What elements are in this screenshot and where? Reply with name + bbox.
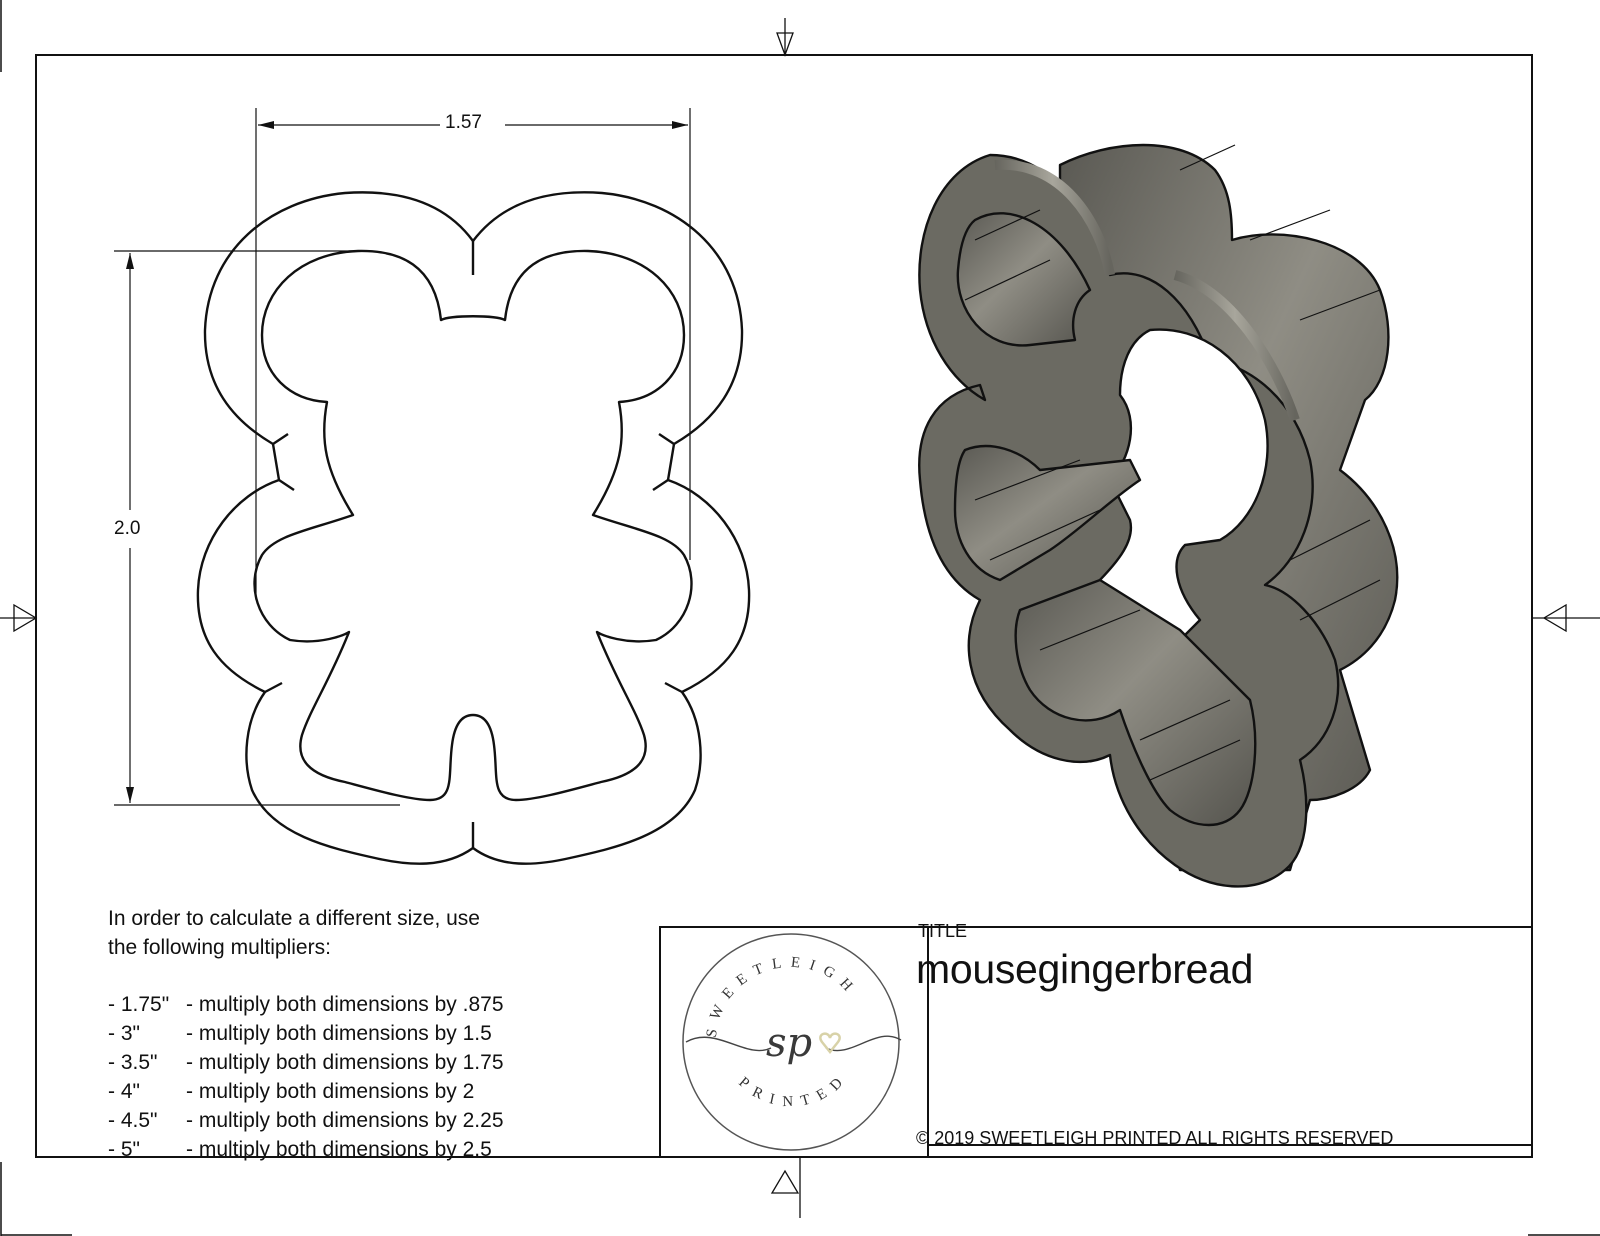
title-block-frame (659, 926, 1533, 1158)
dimension-height (114, 250, 400, 806)
inner-profile (253, 249, 693, 802)
multiplier-row: - 5"- multiply both dimensions by 2.5 (108, 1138, 492, 1161)
multiplier-row: - 1.75"- multiply both dimensions by .87… (108, 993, 504, 1016)
notes-intro-line-2: the following multipliers: (108, 936, 331, 959)
sweetleigh-printed-logo: SWEETLEIGH PRINTED sp (682, 933, 902, 1151)
center-mark-bottom-icon (770, 1157, 801, 1218)
size-multiplier-notes: In order to calculate a different size, … (108, 904, 504, 1164)
render-rim-right (1173, 270, 1300, 422)
copyright-notice: © 2019 SWEETLEIGH PRINTED ALL RIGHTS RES… (916, 1128, 1394, 1148)
multiplier-row: - 3"- multiply both dimensions by 1.5 (108, 1022, 492, 1045)
render-opening-left (953, 444, 1142, 582)
title-label: TITLE (918, 921, 968, 941)
drawing-title: mousegingerbread (916, 946, 1254, 992)
logo-monogram: sp (766, 1020, 812, 1066)
logo-bottom-text: PRINTED (735, 1069, 852, 1110)
center-mark-right-icon (1532, 603, 1600, 633)
render-opening-bottom (1014, 578, 1257, 827)
dimension-width (255, 108, 691, 600)
notes-intro-line-1: In order to calculate a different size, … (108, 907, 480, 930)
render-opening-top (956, 212, 1092, 347)
multiplier-row: - 3.5"- multiply both dimensions by 1.75 (108, 1051, 504, 1074)
multiplier-row: - 4"- multiply both dimensions by 2 (108, 1080, 475, 1103)
center-mark-left-icon (0, 603, 38, 633)
logo-swash-right (825, 1035, 902, 1052)
render-rim-top (994, 159, 1115, 276)
multiplier-row: - 4.5"- multiply both dimensions by 2.25 (108, 1109, 504, 1132)
dimension-width-label: 1.57 (441, 113, 486, 133)
dimension-height-label: 2.0 (110, 519, 145, 539)
logo-ring (682, 933, 900, 1151)
cutter-outline-top-view (196, 191, 751, 865)
heart-icon (819, 1032, 841, 1055)
center-mark-top-icon (776, 18, 794, 57)
logo-swash-left (685, 1036, 772, 1052)
